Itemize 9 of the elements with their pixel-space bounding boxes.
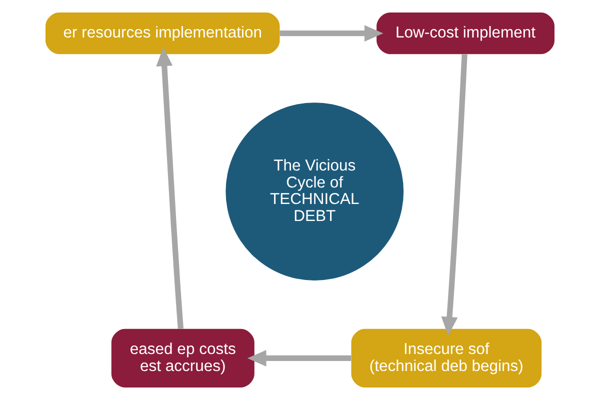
node-box: Low-cost implement xyxy=(376,12,554,54)
arrow xyxy=(156,47,184,329)
node-box: Insecure sof (technical deb begins) xyxy=(351,328,542,388)
node-circle: The Vicious Cycle of TECHNICAL DEBT xyxy=(226,102,404,281)
node-box: er resources implementation xyxy=(46,12,280,54)
arrow xyxy=(441,54,468,336)
arrow xyxy=(247,350,352,366)
node-box: eased ep costs est accrues) xyxy=(111,328,254,388)
arrow xyxy=(280,25,384,42)
